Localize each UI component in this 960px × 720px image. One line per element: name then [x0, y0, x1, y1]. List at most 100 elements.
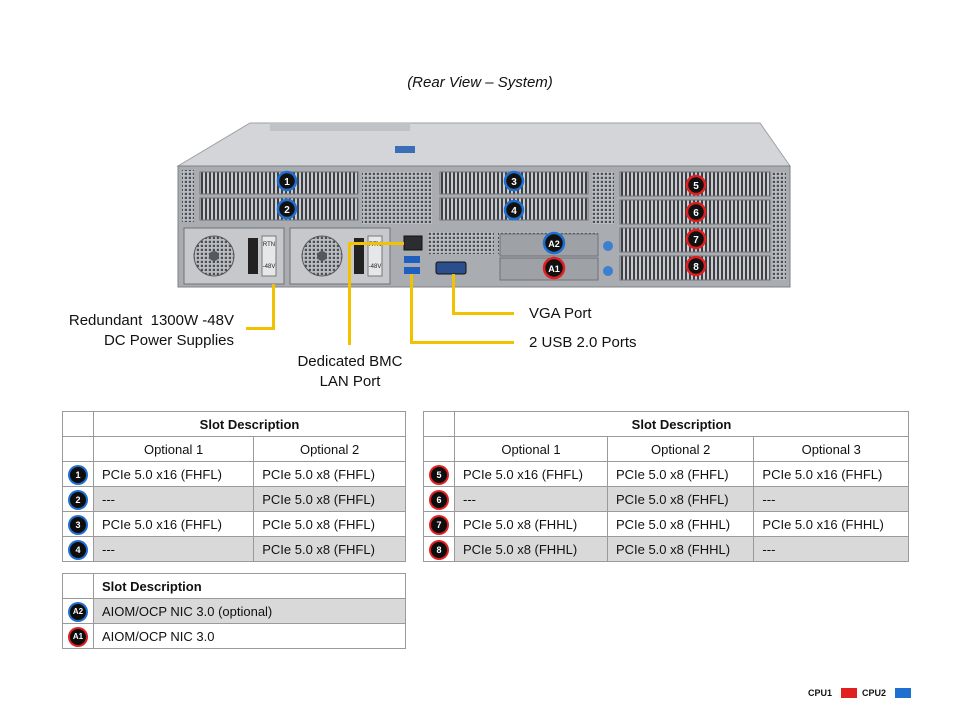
slot-7-marker-label: 7 — [693, 235, 699, 246]
table-cell: PCIe 5.0 x8 (FHFL) — [253, 511, 406, 537]
table-cell: PCIe 5.0 x8 (FHHL) — [606, 511, 755, 537]
slot-badge: 7 — [431, 516, 447, 533]
table-cell: AIOM/OCP NIC 3.0 (optional) — [93, 598, 406, 624]
slot-4-marker: 4 — [503, 199, 525, 221]
slot-1-marker: 1 — [276, 170, 298, 192]
slot-6-marker: 6 — [685, 201, 707, 223]
vga-port — [435, 261, 467, 275]
slot-badge: 2 — [70, 491, 86, 508]
table-cell: --- — [92, 486, 255, 512]
bmc-lan-port — [403, 235, 423, 251]
slot-table-left: Slot Description Optional 1 Optional 2 1… — [62, 411, 406, 562]
usb-callout: 2 USB 2.0 Ports — [529, 334, 637, 351]
legend-cpu2-label: CPU2 — [862, 688, 887, 698]
table-row: 1 PCIe 5.0 x16 (FHFL) PCIe 5.0 x8 (FHFL) — [62, 461, 406, 487]
bmc-leader-vertical — [348, 242, 351, 345]
slot-table-aiom-header: Slot Description — [93, 573, 406, 599]
slot-5-marker-label: 5 — [693, 181, 699, 192]
psu-2-rtn-label: RTN — [369, 242, 381, 248]
slot-table-right-header: Slot Description — [454, 411, 909, 437]
legend-cpu1-label: CPU1 — [808, 688, 833, 698]
slot-table-left-col-2: Optional 2 — [253, 436, 406, 462]
usb-port-1 — [404, 256, 420, 263]
slot-7-marker: 7 — [685, 228, 707, 250]
vga-leader-horizontal — [452, 312, 514, 315]
slot-3-marker-label: 3 — [511, 177, 517, 188]
slot-badge: 8 — [431, 541, 447, 558]
legend-cpu2-swatch — [895, 688, 911, 698]
slot-table-left-header: Slot Description — [93, 411, 406, 437]
table-cell: PCIe 5.0 x8 (FHFL) — [253, 536, 406, 562]
rear-view-title: (Rear View – System) — [407, 74, 553, 91]
usb-port-2 — [404, 267, 420, 274]
table-row: A2 AIOM/OCP NIC 3.0 (optional) — [62, 598, 406, 624]
table-row: 7 PCIe 5.0 x8 (FHHL) PCIe 5.0 x8 (FHHL) … — [423, 511, 909, 537]
slot-table-right-col-2: Optional 2 — [606, 436, 755, 462]
slot-table-aiom: Slot Description A2 AIOM/OCP NIC 3.0 (op… — [62, 573, 406, 649]
slot-badge: 1 — [70, 466, 86, 483]
table-cell: --- — [753, 486, 909, 512]
table-row: 8 PCIe 5.0 x8 (FHHL) PCIe 5.0 x8 (FHHL) … — [423, 536, 909, 562]
slot-a1-marker-label: A1 — [548, 264, 560, 274]
vga-leader-vertical — [452, 274, 455, 314]
table-row: 6 --- PCIe 5.0 x8 (FHFL) --- — [423, 486, 909, 512]
bmc-callout-line-1: Dedicated BMC — [297, 353, 403, 370]
slot-badge: 5 — [431, 466, 447, 483]
table-cell: PCIe 5.0 x8 (FHHL) — [606, 536, 755, 562]
slot-8-marker: 8 — [685, 255, 707, 277]
slot-badge: 3 — [70, 516, 86, 533]
bmc-callout-line-2: LAN Port — [319, 373, 381, 390]
table-cell: PCIe 5.0 x16 (FHFL) — [92, 511, 255, 537]
psu-2-48v-label: -48V — [369, 264, 382, 270]
psu-1-48v-label: -48V — [263, 264, 276, 270]
slot-6-marker-label: 6 — [693, 208, 699, 219]
usb-leader-horizontal — [410, 341, 514, 344]
slot-2-marker-label: 2 — [284, 205, 290, 216]
slot-badge: A2 — [70, 604, 86, 620]
table-row: 3 PCIe 5.0 x16 (FHFL) PCIe 5.0 x8 (FHFL) — [62, 511, 406, 537]
table-cell: PCIe 5.0 x8 (FHHL) — [454, 536, 608, 562]
slot-2-marker: 2 — [276, 198, 298, 220]
table-cell: PCIe 5.0 x16 (FHHL) — [753, 511, 909, 537]
table-row: 4 --- PCIe 5.0 x8 (FHFL) — [62, 536, 406, 562]
table-cell: PCIe 5.0 x16 (FHFL) — [753, 461, 909, 487]
table-cell: PCIe 5.0 x8 (FHHL) — [454, 511, 608, 537]
slot-a2-marker-label: A2 — [548, 239, 560, 249]
slot-badge: A1 — [70, 629, 86, 645]
psu-leader-vertical — [272, 284, 275, 330]
table-cell: PCIe 5.0 x8 (FHFL) — [253, 486, 406, 512]
table-cell: PCIe 5.0 x16 (FHFL) — [454, 461, 608, 487]
table-cell: PCIe 5.0 x8 (FHFL) — [606, 486, 755, 512]
slot-table-left-col-1: Optional 1 — [92, 436, 255, 462]
table-row: A1 AIOM/OCP NIC 3.0 — [62, 623, 406, 649]
bmc-leader-horizontal — [348, 242, 404, 245]
slot-badge: 6 — [431, 491, 447, 508]
slot-1-marker-label: 1 — [284, 177, 290, 188]
usb-leader-vertical — [410, 274, 413, 344]
table-cell: --- — [454, 486, 608, 512]
psu-callout-line-1: Redundant 1300W -48V — [68, 312, 234, 329]
vga-callout: VGA Port — [529, 305, 592, 322]
slot-a1-marker: A1 — [542, 256, 566, 280]
slot-badge: 4 — [70, 541, 86, 558]
psu-leader-horizontal — [246, 327, 275, 330]
table-row: 5 PCIe 5.0 x16 (FHFL) PCIe 5.0 x8 (FHFL)… — [423, 461, 909, 487]
server-rear-view: RTN -48V RTN -48V 1 2 3 4 5 6 7 8 A2 A1 — [176, 122, 791, 288]
table-cell: --- — [92, 536, 255, 562]
bmc-callout: Dedicated BMC LAN Port — [280, 352, 420, 392]
slot-8-marker-label: 8 — [693, 262, 699, 273]
table-cell: --- — [753, 536, 909, 562]
slot-3-marker: 3 — [503, 170, 525, 192]
table-cell: PCIe 5.0 x8 (FHFL) — [606, 461, 755, 487]
slot-a2-marker: A2 — [542, 231, 566, 255]
table-cell: PCIe 5.0 x8 (FHFL) — [253, 461, 406, 487]
psu-callout-line-2: DC Power Supplies — [103, 332, 234, 349]
slot-table-right-col-3: Optional 3 — [753, 436, 909, 462]
legend-cpu1-swatch — [841, 688, 857, 698]
slot-4-marker-label: 4 — [511, 206, 517, 217]
slot-5-marker: 5 — [685, 174, 707, 196]
table-cell: PCIe 5.0 x16 (FHFL) — [92, 461, 255, 487]
psu-callout: Redundant 1300W -48V DC Power Supplies — [40, 311, 234, 351]
table-row: 2 --- PCIe 5.0 x8 (FHFL) — [62, 486, 406, 512]
psu-1-rtn-label: RTN — [263, 242, 275, 248]
